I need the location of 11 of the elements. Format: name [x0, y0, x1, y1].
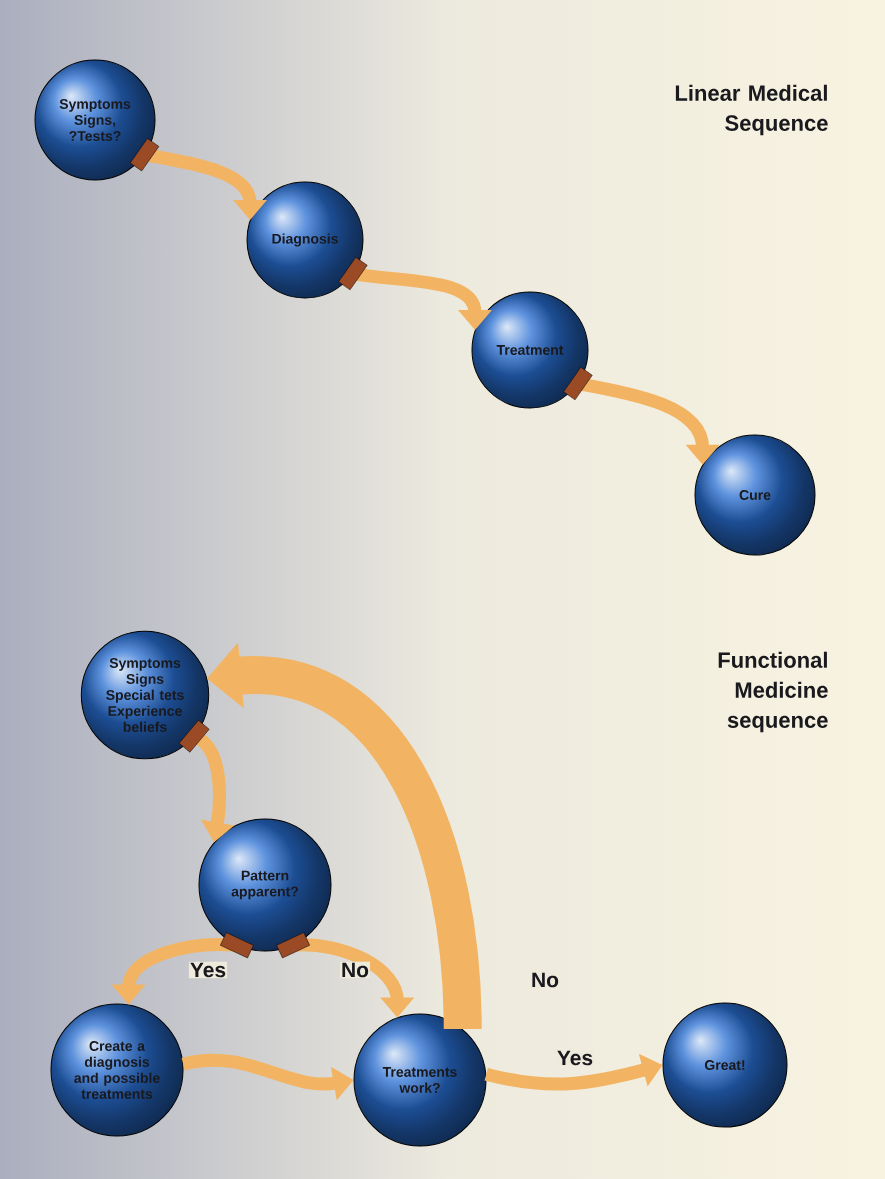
section-title: Linear Medical Sequence	[675, 84, 828, 136]
curved-arrow	[181, 1053, 354, 1101]
sphere-node: Symptoms Signs, ?Tests?	[34, 59, 156, 181]
sphere-node: Symptoms Signs Special tets Experience beliefs	[80, 630, 210, 760]
section-title: Functional Medicine sequence	[718, 651, 828, 733]
curved-arrow	[484, 1053, 663, 1091]
sphere-node: Great!	[662, 1002, 788, 1128]
sphere-node: Create a diagnosis and possible treatments	[50, 1003, 184, 1137]
sphere-node: Cure	[694, 434, 816, 556]
curved-arrow	[207, 642, 482, 1030]
sphere-node: Treatments work?	[353, 1013, 487, 1147]
